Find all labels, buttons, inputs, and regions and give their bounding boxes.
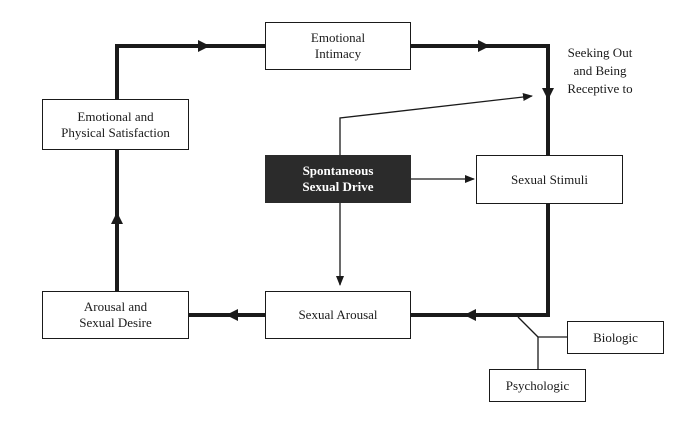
- drive-connectors: [336, 93, 533, 286]
- arrowhead-down-to-stimuli: [542, 88, 554, 100]
- node-spontaneous-sexual-drive-label: Spontaneous Sexual Drive: [302, 163, 374, 194]
- arrowhead-to-desire: [226, 309, 238, 321]
- node-psychologic: Psychologic: [489, 369, 586, 402]
- node-spontaneous-sexual-drive: Spontaneous Sexual Drive: [265, 155, 411, 203]
- arrowhead-right-top: [478, 40, 490, 52]
- label-seeking-out: Seeking Out and Being Receptive to: [567, 45, 633, 96]
- arrowhead-to-intimacy: [198, 40, 210, 52]
- node-arousal-sexual-desire: Arousal and Sexual Desire: [42, 291, 189, 339]
- arrowhead-to-arousal: [464, 309, 476, 321]
- node-emotional-physical-satisfaction-label: Emotional and Physical Satisfaction: [61, 108, 170, 140]
- influence-connectors: [517, 316, 567, 369]
- node-sexual-stimuli: Sexual Stimuli: [476, 155, 623, 204]
- node-emotional-physical-satisfaction: Emotional and Physical Satisfaction: [42, 99, 189, 150]
- node-sexual-stimuli-label: Sexual Stimuli: [511, 171, 588, 187]
- node-biologic-label: Biologic: [593, 329, 638, 345]
- edge-drive-to-seeking: [339, 93, 533, 155]
- cycle-arrowheads: [111, 40, 554, 321]
- node-sexual-arousal: Sexual Arousal: [265, 291, 411, 339]
- node-emotional-intimacy: Emotional Intimacy: [265, 22, 411, 70]
- node-psychologic-label: Psychologic: [505, 377, 570, 393]
- arrowhead-up-to-satisfaction: [111, 212, 123, 224]
- node-sexual-arousal-label: Sexual Arousal: [298, 307, 378, 322]
- node-arousal-sexual-desire-label: Arousal and Sexual Desire: [79, 299, 152, 330]
- edge-influence-diagonal: [517, 316, 539, 338]
- node-biologic: Biologic: [567, 321, 664, 354]
- node-emotional-intimacy-label: Emotional Intimacy: [310, 30, 366, 61]
